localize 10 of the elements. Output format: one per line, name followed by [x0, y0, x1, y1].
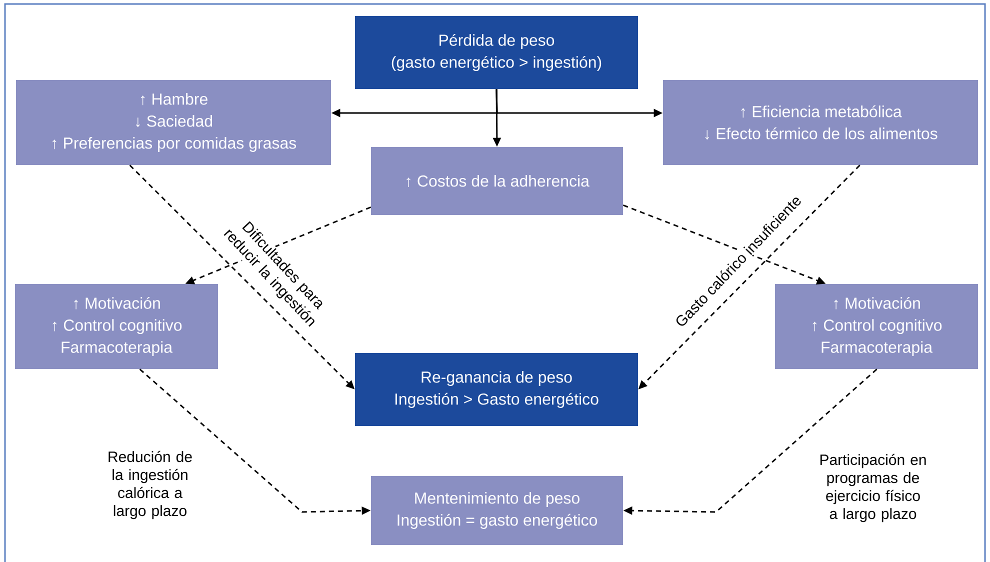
edge-label: Participación en programas de ejercicio físico a largo plazo — [797, 452, 949, 524]
edge-label: Redución de la ingestión calórica a largo plazo — [94, 450, 206, 520]
process-box: Mentenimiento de peso Ingestión = gasto energético — [371, 476, 623, 545]
process-box: ↑ Motivación ↑ Control cognitivo Farmacoterapia — [15, 284, 218, 369]
process-box: ↑ Eficiencia metabólica ↓ Efecto térmico de los alimentos — [663, 80, 978, 165]
process-box: Re-ganancia de peso Ingestión > Gasto energético — [355, 353, 638, 426]
process-box: ↑ Motivación ↑ Control cognitivo Farmacoterapia — [775, 284, 978, 369]
process-box: ↑ Hambre ↓ Saciedad ↑ Preferencias por comidas grasas — [16, 80, 331, 165]
process-box: ↑ Costos de la adherencia — [371, 147, 623, 215]
process-box: Pérdida de peso (gasto energético > ingestión) — [355, 16, 638, 89]
